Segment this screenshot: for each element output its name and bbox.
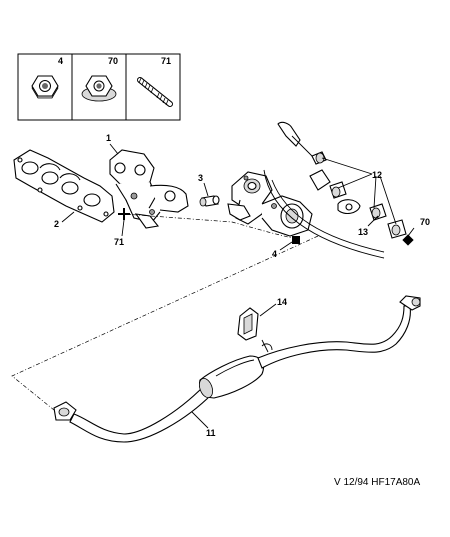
callout-labels: 1 2 3 4 12 13 14 70 71 11 [54,133,430,438]
callout-13: 13 [358,227,368,237]
callout-11: 11 [206,428,216,438]
rubber-mount [237,307,269,353]
alignment-leader-lower [11,235,319,411]
manifold-gasket [13,149,115,223]
callout-1: 1 [106,133,111,143]
drawing-reference-code: V 12/94 HF17A80A [334,477,420,488]
exhaust-line [53,295,421,443]
callout-3: 3 [198,173,203,183]
sleeve-part [199,195,220,207]
callout-71: 71 [114,237,124,247]
hex-nut-icon [31,75,59,99]
catalytic-converter [227,171,313,237]
clamp-assembly [263,121,414,259]
callout-2: 2 [54,219,59,229]
legend-num-71: 71 [161,56,171,66]
exhaust-manifold [109,149,189,229]
parts-legend: 4 70 71 [17,53,181,121]
legend-num-4: 4 [58,56,63,66]
alignment-leader-upper [123,213,293,239]
clamp-leader-lines [321,157,415,237]
callout-14: 14 [277,297,287,307]
legend-num-70: 70 [108,56,118,66]
callout-4: 4 [272,249,277,259]
callout-12: 12 [372,170,382,180]
flange-nut-icon [81,75,117,102]
callout-70: 70 [420,217,430,227]
threaded-stud-icon [137,77,173,107]
nut-marker-square [292,236,300,244]
